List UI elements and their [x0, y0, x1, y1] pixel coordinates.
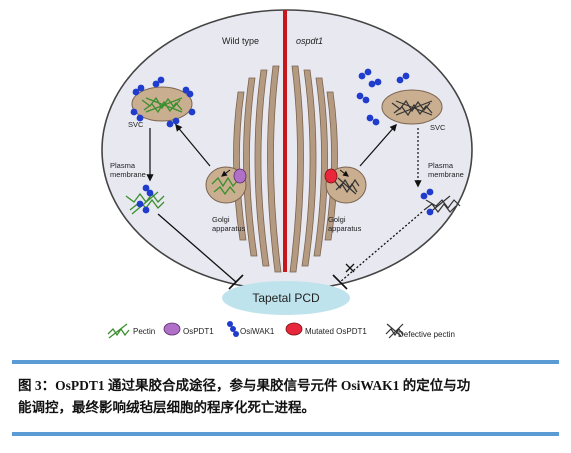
- inhibition-line-right: [339, 211, 423, 283]
- legend-item-ospdt1: OsPDT1: [163, 322, 214, 336]
- svc-label-right: SVC: [430, 123, 446, 132]
- legend-label-defective-pectin: Defective pectin: [398, 330, 455, 339]
- golgi-stacks: [233, 65, 338, 273]
- membrane-pectin-left: [125, 184, 165, 215]
- arrow-golgi-inner-left: [221, 169, 231, 177]
- tapetal-pcd-node: [222, 281, 350, 315]
- arrow-golgi-to-svc-right: [359, 123, 397, 167]
- membrane-pectin-right: [420, 188, 461, 216]
- osiwak1-cluster-right: [356, 68, 410, 126]
- ospdt1-protein-left: [233, 168, 247, 184]
- inhibition-bar-left: [228, 274, 244, 290]
- mutated-ospdt1-protein-right: [324, 168, 338, 184]
- legend-item-osiwak1: OsiWAK1: [227, 321, 275, 337]
- legend-label-osiwak1: OsiWAK1: [240, 327, 275, 336]
- blocked-cross-icon: [345, 263, 355, 273]
- inhibition-line-left: [157, 213, 237, 283]
- legend-label-mutated-ospdt1: Mutated OsPDT1: [305, 327, 367, 336]
- legend-label-pectin: Pectin: [133, 327, 155, 336]
- caption-line-1: 图 3：OsPDT1 通过果胶合成途径，参与果胶信号元件 OsiWAK1 的定位…: [18, 378, 471, 393]
- ospdt1-icon: [163, 322, 181, 336]
- ospdt1-title: ospdt1: [296, 36, 323, 46]
- mutated-ospdt1-icon: [285, 322, 303, 336]
- golgi-left: [205, 166, 247, 204]
- legend-label-ospdt1: OsPDT1: [183, 327, 214, 336]
- figure-caption: 图 3：OsPDT1 通过果胶合成途径，参与果胶信号元件 OsiWAK1 的定位…: [18, 375, 558, 419]
- defective-pectin-icon: [385, 323, 404, 339]
- legend-item-pectin: Pectin: [107, 323, 155, 339]
- golgi-right: [324, 166, 367, 204]
- caption-bottom-rule: [12, 432, 559, 436]
- pectin-icon: [107, 323, 130, 339]
- wild-type-title: Wild type: [222, 36, 259, 46]
- caption-top-rule: [12, 360, 559, 364]
- tapetal-pcd-label: Tapetal PCD: [252, 291, 320, 305]
- caption-line-2: 能调控，最终影响绒毡层细胞的程序化死亡进程。: [18, 400, 315, 415]
- legend-item-mutated-ospdt1: Mutated OsPDT1: [285, 322, 367, 336]
- arrow-golgi-inner-right: [339, 169, 349, 177]
- inhibition-bar-right: [332, 274, 348, 290]
- svc-vesicle-left: [130, 76, 196, 128]
- legend: Pectin OsPDT1 OsiWAK1 Mutated OsPDT1 Def…: [107, 321, 455, 339]
- legend-item-defective-pectin: Defective pectin: [385, 323, 455, 339]
- arrow-golgi-to-svc-left: [175, 123, 211, 167]
- osiwak1-icon: [227, 321, 239, 337]
- svc-label-left: SVC: [128, 120, 144, 129]
- svc-vesicle-right: [381, 89, 443, 125]
